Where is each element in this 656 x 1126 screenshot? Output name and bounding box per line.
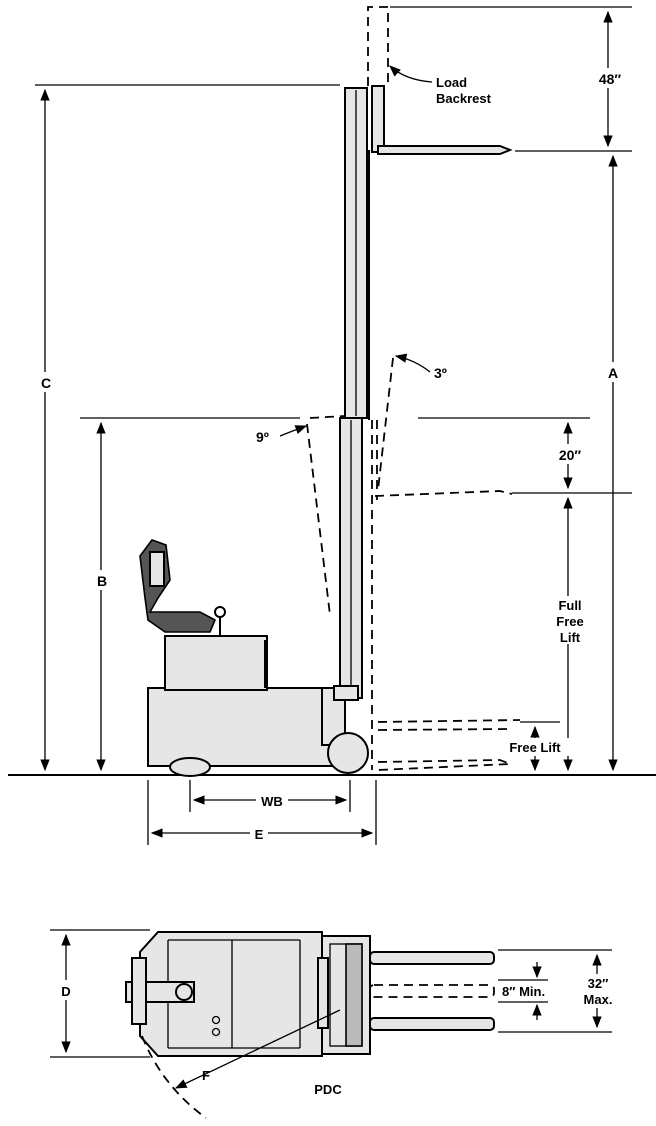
- full-free-lift-label-line3: Lift: [560, 630, 581, 645]
- fork-spacing-label: 8″ Min.: [502, 984, 545, 999]
- fork-width-label-line1: 32″: [588, 976, 609, 991]
- tilt-back-leader: [394, 353, 431, 373]
- top-fork-2: [369, 984, 495, 998]
- load-backrest-label-line2: Backrest: [436, 91, 492, 106]
- dimension-f-arrow: [174, 1009, 341, 1089]
- forks-lowered-position: [377, 759, 511, 771]
- turning-radius-arc: [141, 1035, 207, 1119]
- dimension-f-label: F: [202, 1068, 210, 1083]
- forks-free-lift-position: [377, 719, 521, 731]
- tilt-back-label: 3º: [434, 365, 447, 381]
- front-wheel: [327, 732, 369, 774]
- dimension-d-label: D: [61, 984, 70, 999]
- dimension-b-label: B: [97, 573, 107, 589]
- free-lift-label: Free Lift: [509, 740, 561, 755]
- rear-wheel: [169, 757, 211, 777]
- load-backrest-leader: [389, 65, 433, 83]
- truck-body: [139, 539, 369, 777]
- top-chassis: [139, 931, 323, 1057]
- top-fork-1: [369, 951, 495, 965]
- forks-full-free-lift-position: [374, 490, 513, 497]
- tilt-back-line: [377, 357, 394, 491]
- dimension-c-label: C: [41, 375, 51, 391]
- side-view: C B 48″ A 20″ Full Free Lift Free Lift L…: [8, 6, 656, 845]
- fork-width-label-line2: Max.: [584, 992, 613, 1007]
- dimension-48-label: 48″: [599, 71, 622, 87]
- carriage-raised: [371, 85, 385, 153]
- forks-raised: [377, 145, 513, 155]
- dimension-a-label: A: [608, 365, 618, 381]
- full-free-lift-label-line2: Free: [556, 614, 583, 629]
- top-fork-3: [369, 1017, 495, 1031]
- tilt-forward-label: 9º: [256, 429, 269, 445]
- dimension-e-label: E: [255, 827, 264, 842]
- dimension-wb-label: WB: [261, 794, 283, 809]
- battery-compartment: [164, 635, 268, 691]
- tilt-forward-leader: [279, 425, 308, 437]
- backrest-extension-dashed: [367, 6, 389, 86]
- full-free-lift-label-line1: Full: [558, 598, 581, 613]
- tilt-forward-line: [306, 423, 331, 616]
- model-label: PDC: [314, 1082, 342, 1097]
- top-view: D 32″ Max. 8″ Min. F: [50, 929, 618, 1119]
- load-backrest-label-line1: Load: [436, 75, 467, 90]
- dimension-20-label: 20″: [559, 447, 582, 463]
